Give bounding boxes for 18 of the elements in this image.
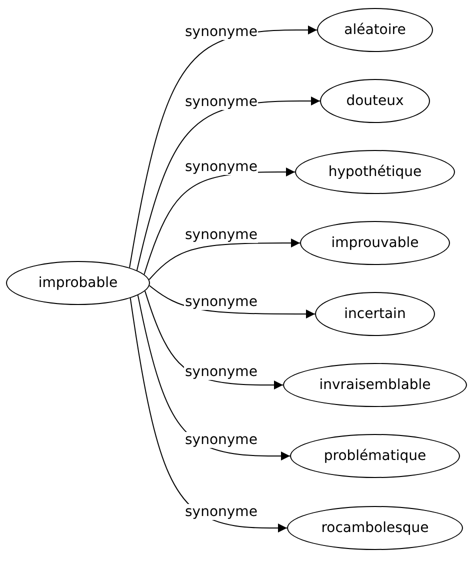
node-label: problématique xyxy=(324,448,426,464)
node-label: aléatoire xyxy=(344,22,406,38)
node-label: improuvable xyxy=(331,235,419,251)
arrow xyxy=(149,285,316,318)
node-label: douteux xyxy=(346,93,404,109)
node-label: invraisemblable xyxy=(319,377,431,393)
arrow xyxy=(129,26,318,268)
node-label: hypothétique xyxy=(328,164,422,180)
ellipse-node xyxy=(6,261,150,305)
node-label: improbable xyxy=(38,275,118,291)
arrow xyxy=(148,238,300,280)
node-label: rocambolesque xyxy=(321,520,429,536)
edge-label: synonyme xyxy=(184,364,258,380)
edge-label: synonyme xyxy=(184,504,258,520)
arrow xyxy=(137,294,290,460)
node-label: incertain xyxy=(344,306,406,322)
arrow xyxy=(130,298,288,532)
edge-label: synonyme xyxy=(184,432,258,448)
